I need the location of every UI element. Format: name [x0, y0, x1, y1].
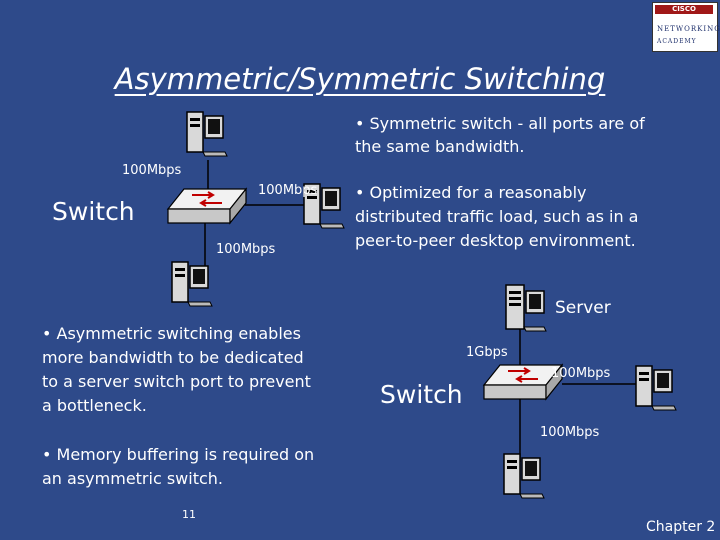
workstation-icon	[503, 453, 545, 499]
memory-bullet-line: • Memory buffering is required on	[42, 445, 315, 464]
switch-icon	[166, 187, 248, 225]
server-icon	[505, 284, 547, 332]
logo-line-2: NETWORKING	[657, 25, 720, 33]
sym-link-bottom-label: 100Mbps	[216, 242, 276, 257]
slide-title-text: Asymmetric/Symmetric Switching	[114, 62, 606, 96]
symmetric-bullet-line: • Symmetric switch - all ports are of	[355, 114, 645, 133]
memory-bullet-line: an asymmetric switch.	[42, 469, 223, 488]
asym-switch-label: Switch	[380, 380, 463, 409]
symmetric-bullet-line: the same bandwidth.	[355, 137, 525, 156]
cisco-networking-academy-logo: CISCO SYSTEMS NETWORKING ACADEMY	[652, 2, 720, 52]
asym-link-right-label: 100Mbps	[551, 366, 611, 381]
switch-icon	[482, 363, 564, 401]
slide-title: Asymmetric/Symmetric Switching	[0, 62, 720, 96]
workstation-icon	[171, 261, 213, 307]
sym-link-right-label: 100Mbps	[258, 183, 318, 198]
workstation-icon	[635, 365, 677, 411]
asym-link-server-label: 1Gbps	[466, 345, 508, 360]
asymmetric-bullet-line: more bandwidth to be dedicated	[42, 348, 304, 367]
logo-line-3: ACADEMY	[657, 38, 697, 45]
optimized-bullet-line: peer-to-peer desktop environment.	[355, 231, 636, 250]
page-number: 11	[182, 508, 196, 521]
asymmetric-bullet-line: • Asymmetric switching enables	[42, 324, 301, 343]
workstation-icon	[186, 111, 228, 157]
sym-link-top-label: 100Mbps	[122, 163, 182, 178]
workstation-icon	[303, 183, 345, 229]
asymmetric-bullet-line: to a server switch port to prevent	[42, 372, 311, 391]
server-label: Server	[555, 298, 611, 318]
optimized-bullet-line: • Optimized for a reasonably	[355, 183, 587, 202]
sym-switch-label: Switch	[52, 197, 135, 226]
chapter-label: Chapter 2	[646, 519, 716, 535]
asymmetric-bullet-line: a bottleneck.	[42, 396, 147, 415]
logo-line-1: CISCO SYSTEMS	[655, 5, 713, 22]
optimized-bullet-line: distributed traffic load, such as in a	[355, 207, 639, 226]
asym-link-bottom-label: 100Mbps	[540, 425, 600, 440]
